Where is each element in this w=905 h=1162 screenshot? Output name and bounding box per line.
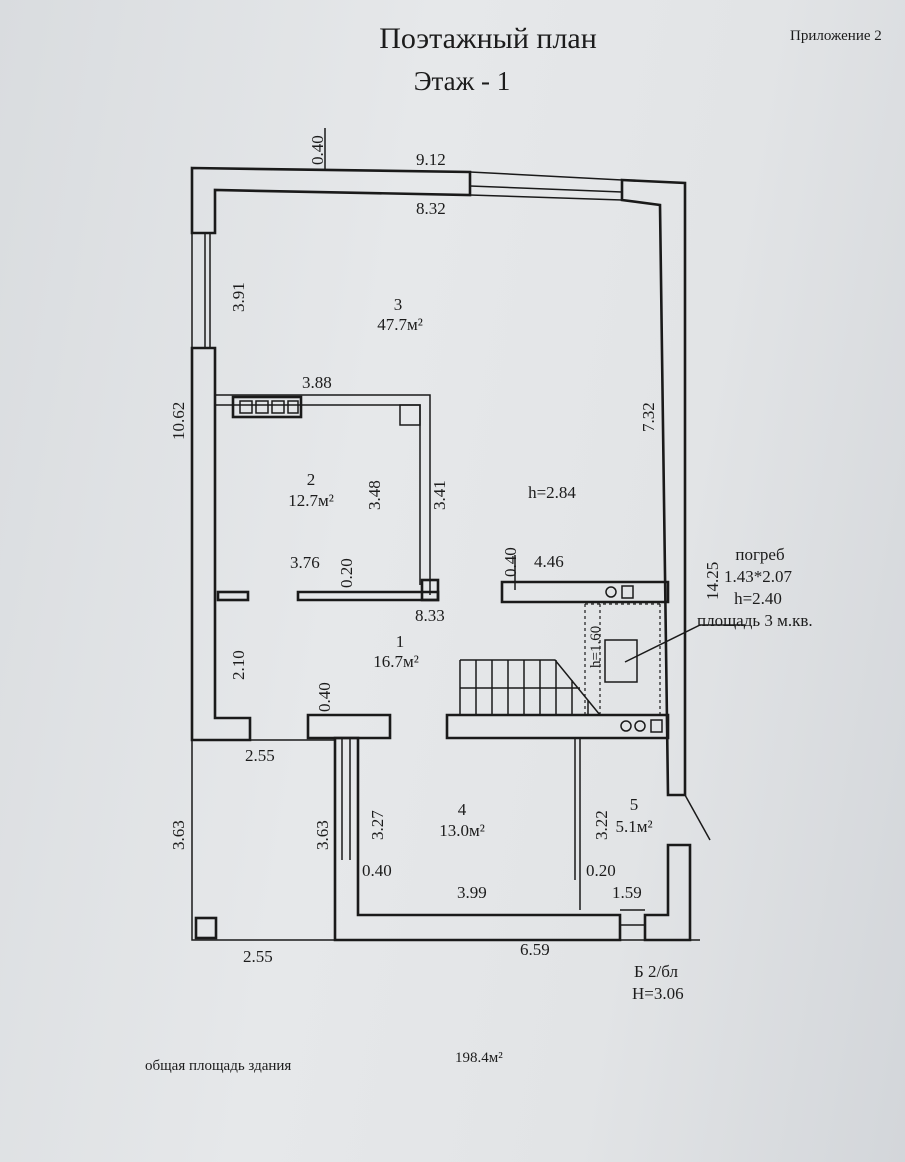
appendix-label: Приложение 2 [790, 28, 882, 44]
dim-top-outer: 9.12 [416, 150, 446, 169]
total-area-label: общая площадь здания [145, 1058, 291, 1074]
dim-partition-b: 8.33 [415, 606, 445, 625]
stamp-material: Б 2/бл [634, 962, 678, 981]
room-1-number: 1 [396, 632, 405, 651]
dim-room2-bottom: 3.76 [290, 553, 320, 572]
dim-room4-left-inner: 3.27 [368, 810, 387, 840]
dim-stair-height: h=1.60 [588, 626, 604, 668]
dim-top-thickness: 0.40 [308, 135, 327, 165]
dim-room5-bottom: 1.59 [612, 883, 642, 902]
dim-bottom-total: 6.59 [520, 940, 550, 959]
room-5-area: 5.1м² [615, 817, 652, 836]
cellar-label: погреб [735, 545, 784, 564]
total-area-value: 198.4м² [455, 1050, 503, 1066]
dim-room2-top: 3.88 [302, 373, 332, 392]
room-5-number: 5 [630, 795, 639, 814]
dim-porch-left: 3.63 [169, 820, 188, 850]
dim-room5-wall: 0.20 [586, 861, 616, 880]
dim-porch-top: 2.55 [245, 746, 275, 765]
stamp-height: H=3.06 [632, 984, 684, 1003]
room-3-area: 47.7м² [377, 315, 423, 334]
dim-pillar: 0.40 [315, 682, 334, 712]
dim-left-total: 10.62 [169, 402, 188, 440]
room-3-number: 3 [394, 295, 403, 314]
plan-title: Поэтажный план [379, 22, 597, 55]
room-2-number: 2 [307, 470, 316, 489]
dim-right-room3: 7.32 [639, 402, 658, 432]
room-3-height: h=2.84 [528, 483, 576, 502]
cellar-area: площадь 3 м.кв. [697, 611, 813, 630]
dim-top-inner: 8.32 [416, 199, 446, 218]
dim-left-window: 3.91 [229, 282, 248, 312]
dim-right-total: 14.25 [703, 562, 722, 600]
dim-room2-height: 3.48 [365, 480, 384, 510]
dim-partition-d: 4.46 [534, 552, 564, 571]
cellar-height: h=2.40 [734, 589, 782, 608]
room-4-area: 13.0м² [439, 821, 485, 840]
dim-room4-bottom: 3.99 [457, 883, 487, 902]
dim-left-lower: 2.10 [229, 650, 248, 680]
dim-room2-right: 3.41 [430, 480, 449, 510]
symbols [605, 585, 663, 733]
dim-room5-height: 3.22 [592, 810, 611, 840]
dim-partition-a: 0.20 [337, 558, 356, 588]
dim-room4-left-outer: 3.63 [313, 820, 332, 850]
room-1-area: 16.7м² [373, 652, 419, 671]
room-2-area: 12.7м² [288, 491, 334, 510]
walls [190, 128, 745, 942]
dim-porch-bottom: 2.55 [243, 947, 273, 966]
dim-room4-wall: 0.40 [362, 861, 392, 880]
cellar-size: 1.43*2.07 [724, 567, 793, 586]
floor-label: Этаж - 1 [414, 66, 511, 96]
room-4-number: 4 [458, 800, 467, 819]
dim-partition-c: 0.40 [501, 547, 520, 577]
